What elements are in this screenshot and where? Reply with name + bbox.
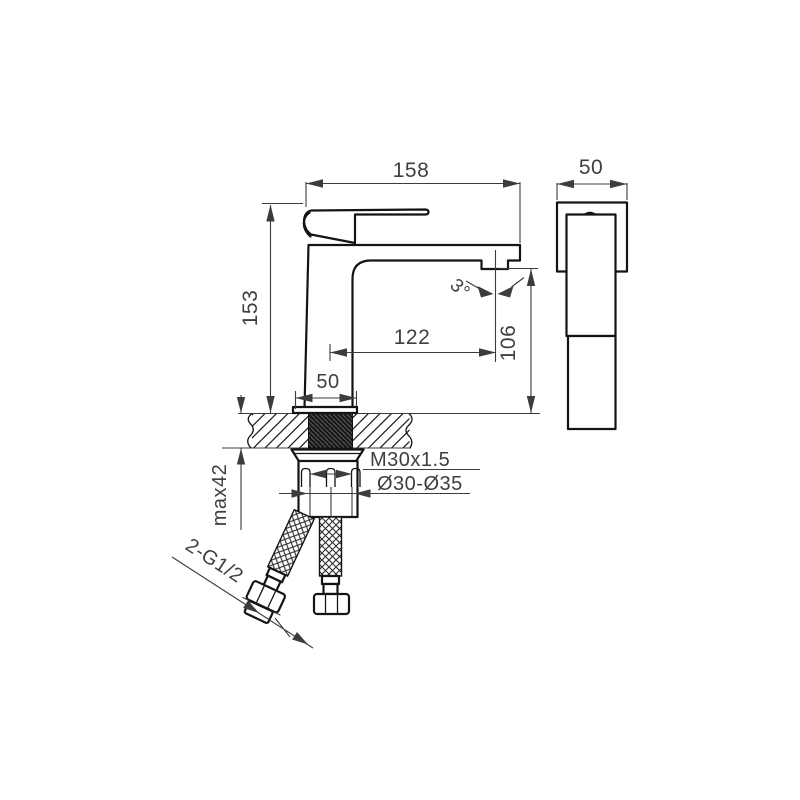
dim-label-153: 153 bbox=[239, 290, 262, 327]
dimension-153: 153 bbox=[239, 202, 303, 413]
arrow-1 bbox=[243, 600, 259, 613]
arrow-right bbox=[503, 179, 520, 188]
handle-notch bbox=[583, 211, 597, 215]
arrow-right bbox=[610, 179, 627, 189]
main-side-view bbox=[222, 208, 540, 624]
arrow-left bbox=[330, 348, 347, 357]
arrow-left bbox=[306, 179, 323, 188]
dim-label-122: 122 bbox=[394, 326, 431, 349]
angle-arrow-right bbox=[497, 286, 514, 298]
dimension-50-base: 50 bbox=[294, 371, 358, 409]
dim-label-3deg: 3° bbox=[446, 275, 474, 303]
hose-ferrule bbox=[320, 574, 341, 586]
dimension-50-depth: 50 bbox=[556, 156, 628, 200]
arrow-left bbox=[310, 469, 326, 479]
arrow-2 bbox=[292, 632, 308, 645]
dim-label-106: 106 bbox=[497, 325, 520, 362]
dim-label-max42: max42 bbox=[209, 464, 231, 527]
arrow-up bbox=[236, 448, 246, 465]
counter-hatch-left bbox=[252, 414, 309, 448]
hose-hex-nut bbox=[312, 592, 351, 616]
body-front-upper bbox=[565, 213, 617, 338]
hose-neck bbox=[322, 582, 339, 596]
dimension-hole-dia: Ø30-Ø35 bbox=[279, 473, 470, 498]
counter-break-right bbox=[405, 413, 413, 449]
hex-nut-facets bbox=[324, 595, 339, 613]
nut-tab-right bbox=[350, 467, 361, 487]
nut-inner-lines bbox=[309, 487, 353, 516]
arrow-up bbox=[526, 269, 536, 286]
dimension-158: 158 bbox=[305, 159, 521, 243]
base-flange bbox=[291, 405, 359, 415]
nut-taper bbox=[290, 448, 365, 463]
nut-tab-center bbox=[325, 467, 336, 487]
arrow-down bbox=[266, 396, 275, 413]
hose-braid bbox=[318, 516, 343, 577]
dim-label-158: 158 bbox=[393, 159, 430, 182]
front-view bbox=[555, 201, 629, 431]
arrow-right bbox=[479, 348, 496, 357]
dim-label-m30: M30x1.5 bbox=[370, 449, 450, 471]
mounting-nut bbox=[290, 448, 365, 519]
counter-break-left bbox=[247, 412, 254, 449]
dim-label-50-base: 50 bbox=[316, 371, 339, 393]
nut-tab-left bbox=[300, 467, 311, 487]
handle-end-curve bbox=[302, 211, 312, 238]
arrow-left bbox=[557, 179, 574, 189]
hose-vertical bbox=[312, 516, 351, 616]
arrow-right bbox=[339, 393, 357, 403]
arrow-left bbox=[295, 393, 313, 403]
arrow-right bbox=[336, 469, 352, 479]
arrow-down bbox=[236, 397, 246, 413]
counter-hatch-right bbox=[352, 414, 410, 448]
dimension-m30: M30x1.5 bbox=[310, 449, 480, 479]
dimension-max42: max42 bbox=[209, 395, 246, 530]
arrow-down bbox=[526, 396, 536, 413]
arrow-right bbox=[291, 489, 308, 498]
dim-label-hole-dia: Ø30-Ø35 bbox=[377, 473, 463, 495]
hose-braid bbox=[266, 508, 316, 577]
angle-arrow-left bbox=[477, 286, 494, 298]
counter-cross-section bbox=[222, 412, 540, 449]
supply-hoses bbox=[242, 508, 351, 624]
dimension-106: 106 bbox=[497, 267, 538, 413]
faucet-body bbox=[303, 243, 522, 410]
body-front-lower bbox=[566, 334, 617, 431]
threaded-shank bbox=[308, 413, 353, 449]
faucet-handle bbox=[302, 208, 430, 245]
arrow-left bbox=[354, 489, 371, 498]
dim-label-50-depth: 50 bbox=[579, 156, 603, 179]
hex-nut-facets bbox=[255, 585, 277, 608]
dim-label-hose-thread: 2-G1/2 bbox=[181, 534, 247, 587]
arrow-up bbox=[266, 204, 275, 222]
dimension-122: 122 bbox=[329, 326, 496, 361]
hose-diagonal bbox=[242, 508, 316, 624]
